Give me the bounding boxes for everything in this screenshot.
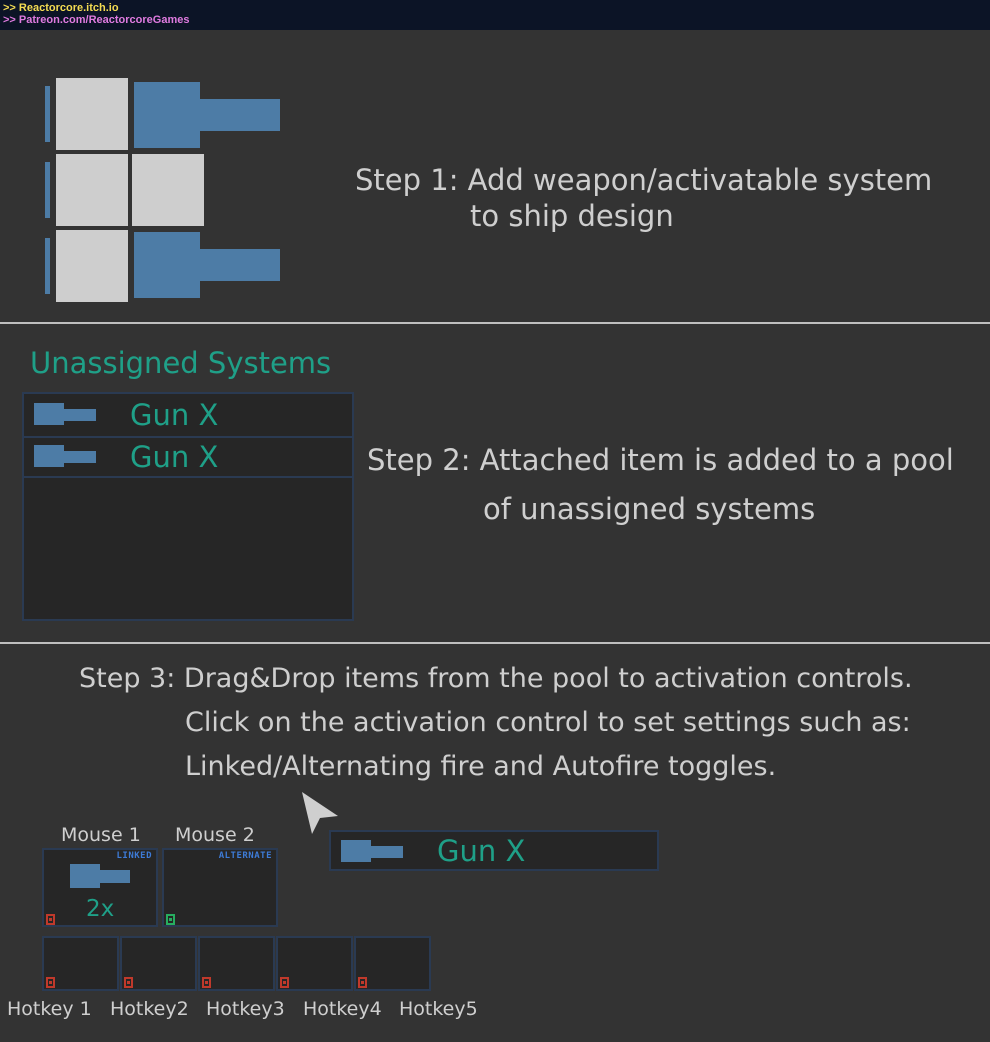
lock-icon[interactable] [358, 977, 367, 988]
step1-line2: to ship design [470, 199, 674, 233]
hotkey1-label: Hotkey 1 [7, 998, 92, 1020]
mouse1-label: Mouse 1 [61, 824, 141, 846]
list-item[interactable]: Gun X [24, 394, 352, 438]
mouse1-slot[interactable]: LINKED 2x [42, 848, 158, 927]
hotkey4-slot[interactable] [276, 936, 353, 991]
alternate-tag[interactable]: ALTERNATE [218, 851, 272, 861]
lock-icon[interactable] [166, 914, 175, 925]
hull-block [56, 154, 128, 226]
step3-line2: Click on the activation control to set s… [185, 707, 911, 738]
step3-line3: Linked/Alternating fire and Autofire tog… [185, 751, 777, 782]
hull-edge [45, 162, 50, 218]
mouse-cursor-icon [302, 792, 338, 834]
gun-module [134, 82, 200, 148]
lock-icon[interactable] [46, 914, 55, 925]
lock-icon[interactable] [280, 977, 289, 988]
weapon-count: 2x [86, 896, 115, 922]
mouse2-label: Mouse 2 [175, 824, 255, 846]
hull-block [56, 230, 128, 302]
step3-line1: Step 3: Drag&Drop items from the pool to… [79, 663, 913, 694]
hotkey5-slot[interactable] [354, 936, 431, 991]
top-banner: >> Reactorcore.itch.io >> Patreon.com/Re… [0, 0, 990, 30]
gun-icon [34, 403, 64, 425]
gun-module [134, 232, 200, 298]
hotkey2-slot[interactable] [120, 936, 197, 991]
gun-icon-barrel [100, 870, 130, 883]
lock-icon[interactable] [46, 977, 55, 988]
hull-edge [45, 86, 50, 142]
step1-line1: Step 1: Add weapon/activatable system [355, 163, 933, 197]
step2-line1: Step 2: Attached item is added to a pool [367, 443, 954, 477]
gun-barrel [200, 249, 280, 281]
hotkey5-label: Hotkey5 [399, 998, 478, 1020]
lock-icon[interactable] [202, 977, 211, 988]
item-label: Gun X [130, 398, 219, 432]
hotkey3-slot[interactable] [198, 936, 275, 991]
hotkey1-slot[interactable] [42, 936, 119, 991]
gun-icon [341, 840, 371, 862]
item-label: Gun X [130, 440, 219, 474]
gun-icon-barrel [371, 846, 403, 858]
hull-block [132, 154, 204, 226]
list-item[interactable]: Gun X [24, 438, 352, 478]
step2-line2: of unassigned systems [483, 492, 816, 526]
gun-icon [70, 864, 100, 888]
linked-tag[interactable]: LINKED [116, 851, 152, 861]
itch-link[interactable]: >> Reactorcore.itch.io [3, 2, 119, 14]
mouse2-slot[interactable]: ALTERNATE [162, 848, 278, 927]
lock-icon[interactable] [124, 977, 133, 988]
divider [0, 642, 990, 644]
hotkey3-label: Hotkey3 [206, 998, 285, 1020]
hotkey4-label: Hotkey4 [303, 998, 382, 1020]
patreon-link[interactable]: >> Patreon.com/ReactorcoreGames [3, 14, 190, 26]
divider [0, 322, 990, 324]
pool-title: Unassigned Systems [30, 346, 332, 380]
gun-icon [34, 445, 64, 467]
gun-icon-barrel [64, 451, 96, 463]
item-label: Gun X [437, 834, 526, 868]
hull-edge [45, 238, 50, 294]
hotkey2-label: Hotkey2 [110, 998, 189, 1020]
hull-block [56, 78, 128, 150]
gun-barrel [200, 99, 280, 131]
unassigned-systems-pool[interactable]: Gun X Gun X [22, 392, 354, 621]
dragged-item[interactable]: Gun X [329, 830, 659, 871]
gun-icon-barrel [64, 409, 96, 421]
